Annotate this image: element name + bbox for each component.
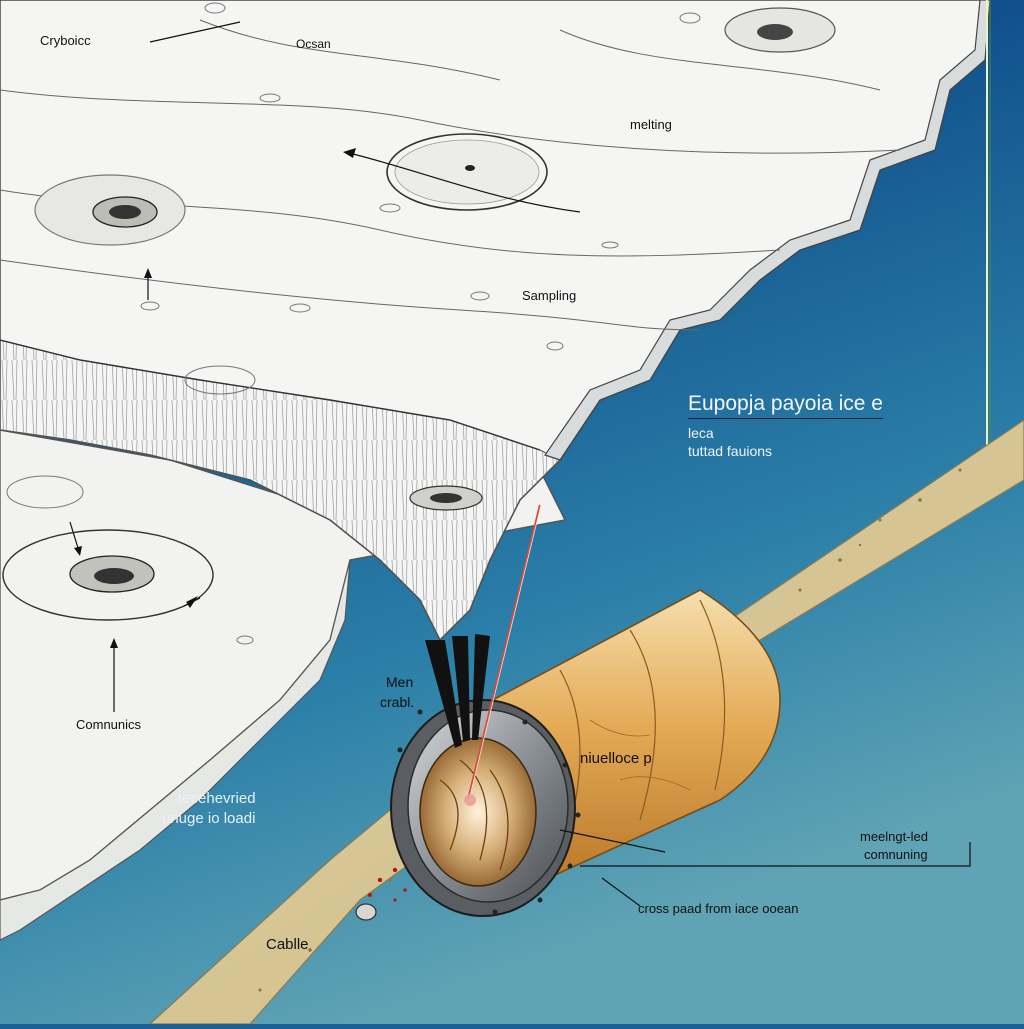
label-nuelloce: niuelloce p xyxy=(580,750,652,767)
crater-small-mid xyxy=(409,485,483,511)
lower-ice-shelf-front xyxy=(0,559,351,941)
label-cable: Cablle xyxy=(266,936,309,953)
cable-speckles xyxy=(258,468,962,992)
label-melting-comm-line2: comnuning xyxy=(864,847,928,862)
label-men-cable-line2: crabl. xyxy=(380,694,415,710)
crater-ring-center xyxy=(386,133,548,211)
communication-laser xyxy=(466,504,542,801)
melt-jets xyxy=(425,634,490,748)
label-communics: Comnunics xyxy=(76,717,142,732)
subtitle-line-2: tuttad fauions xyxy=(688,443,773,460)
label-cross-pad: cross paad from iace ooean xyxy=(638,901,799,916)
label-tethered-line2: unuge io loadi xyxy=(162,810,256,827)
label-melting: melting xyxy=(630,117,672,132)
leader-lines xyxy=(69,21,971,907)
label-ocean: Ocsan xyxy=(296,37,331,51)
diagram-subtitle: leca tuttad fauions xyxy=(688,424,772,460)
label-men-cable-line1: Men xyxy=(386,674,414,690)
crater-large-left xyxy=(34,174,186,246)
ice-sheet-right-edge xyxy=(544,0,991,461)
crater-lower-shelf xyxy=(2,529,214,621)
label-cryobot: Cryboicc xyxy=(40,33,91,48)
label-tethered-line1: tecehevried xyxy=(178,790,256,807)
probe-front-ring xyxy=(390,699,576,917)
cable-stone xyxy=(355,903,377,921)
ice-pebbles xyxy=(6,2,701,645)
label-melting-comm-line1: meelngt-led xyxy=(860,829,928,844)
label-sampling: Sampling xyxy=(522,288,577,303)
leader-arrowheads xyxy=(74,148,356,648)
subtitle-line-1: leca xyxy=(688,425,714,441)
diagram-title: Eupopja payoia ice e xyxy=(688,392,883,419)
crater-top-right xyxy=(724,7,836,53)
